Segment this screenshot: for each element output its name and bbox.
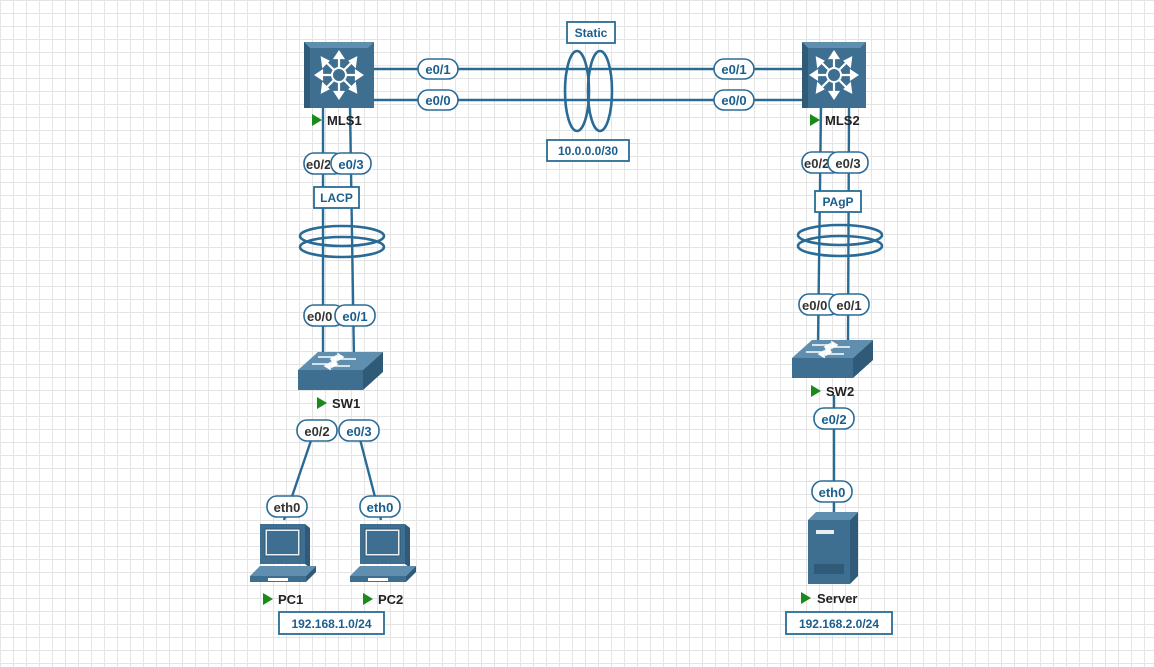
svg-text:e0/0: e0/0: [307, 309, 332, 324]
static-etherchannel-rings: [563, 49, 614, 133]
svg-text:e0/1: e0/1: [836, 298, 861, 313]
mls1-device[interactable]: MLS1: [304, 42, 374, 128]
port-label-mls2-e00[interactable]: e0/0: [713, 89, 755, 111]
pc2-device[interactable]: PC2: [350, 524, 416, 607]
svg-text:e0/1: e0/1: [425, 62, 450, 77]
port-label-mls2-down-b[interactable]: e0/3: [827, 151, 869, 174]
port-label-sw1-pc1[interactable]: e0/2: [296, 419, 338, 442]
sw2-device[interactable]: SW2: [792, 340, 873, 399]
port-label-pc1-eth0[interactable]: eth0: [266, 495, 308, 518]
pc1-device[interactable]: PC1: [250, 524, 316, 607]
port-label-sw1-up-a[interactable]: e0/0: [303, 304, 345, 327]
multilayer-switch-icon: [802, 42, 866, 108]
lacp-annotation: LACP: [313, 186, 360, 209]
mls1-name: MLS1: [327, 113, 362, 128]
pc1-name: PC1: [278, 592, 303, 607]
pc-icon: [350, 524, 416, 582]
port-label-mls2-e01[interactable]: e0/1: [713, 58, 755, 80]
port-label-mls1-e01[interactable]: e0/1: [417, 58, 459, 80]
svg-text:e0/1: e0/1: [721, 62, 746, 77]
svg-text:e0/0: e0/0: [721, 93, 746, 108]
port-label-sw2-up-b[interactable]: e0/1: [828, 293, 870, 316]
lacp-etherchannel-rings: [298, 224, 386, 259]
svg-text:PAgP: PAgP: [822, 195, 853, 209]
port-label-pc2-eth0[interactable]: eth0: [359, 495, 401, 518]
run-indicator-icon: [312, 114, 322, 126]
static-annotation: Static: [566, 21, 616, 44]
port-label-mls1-e00[interactable]: e0/0: [417, 89, 459, 111]
svg-text:e0/2: e0/2: [821, 412, 846, 427]
switch-icon: [792, 340, 873, 378]
run-indicator-icon: [263, 593, 273, 605]
pagp-etherchannel-rings: [796, 223, 884, 258]
lan1-subnet-annotation: 192.168.1.0/24: [278, 611, 385, 635]
run-indicator-icon: [810, 114, 820, 126]
server-device[interactable]: Server: [801, 512, 858, 606]
svg-text:e0/3: e0/3: [835, 156, 860, 171]
multilayer-switch-icon: [304, 42, 374, 108]
pagp-annotation: PAgP: [814, 190, 862, 213]
links: [282, 67, 851, 521]
port-label-sw1-pc2[interactable]: e0/3: [338, 419, 380, 442]
mls2-name: MLS2: [825, 113, 860, 128]
switch-icon: [298, 352, 383, 390]
port-label-mls1-down-b[interactable]: e0/3: [330, 152, 372, 175]
svg-text:e0/1: e0/1: [342, 309, 367, 324]
svg-text:eth0: eth0: [367, 500, 394, 515]
run-indicator-icon: [811, 385, 821, 397]
svg-text:e0/2: e0/2: [306, 157, 331, 172]
svg-text:eth0: eth0: [819, 485, 846, 500]
svg-text:e0/0: e0/0: [425, 93, 450, 108]
run-indicator-icon: [317, 397, 327, 409]
svg-text:e0/3: e0/3: [346, 424, 371, 439]
port-label-sw2-up-a[interactable]: e0/0: [798, 293, 840, 316]
svg-text:192.168.2.0/24: 192.168.2.0/24: [799, 617, 879, 631]
run-indicator-icon: [363, 593, 373, 605]
svg-text:e0/3: e0/3: [338, 157, 363, 172]
svg-text:LACP: LACP: [320, 191, 353, 205]
sw1-device[interactable]: SW1: [298, 352, 383, 411]
svg-text:e0/2: e0/2: [804, 156, 829, 171]
run-indicator-icon: [801, 592, 811, 604]
lan2-subnet-annotation: 192.168.2.0/24: [785, 611, 893, 635]
port-label-sw1-up-b[interactable]: e0/1: [334, 304, 376, 327]
sw2-name: SW2: [826, 384, 854, 399]
svg-text:e0/0: e0/0: [802, 298, 827, 313]
pc2-name: PC2: [378, 592, 403, 607]
core-subnet-annotation: 10.0.0.0/30: [546, 139, 630, 162]
server-name: Server: [817, 591, 857, 606]
svg-text:eth0: eth0: [274, 500, 301, 515]
sw1-name: SW1: [332, 396, 360, 411]
port-label-sw2-server[interactable]: e0/2: [813, 407, 855, 430]
mls2-device[interactable]: MLS2: [802, 42, 866, 128]
svg-text:e0/2: e0/2: [304, 424, 329, 439]
port-label-server-eth0[interactable]: eth0: [811, 480, 853, 503]
svg-text:10.0.0.0/30: 10.0.0.0/30: [558, 144, 618, 158]
server-icon: [808, 512, 858, 584]
svg-text:Static: Static: [575, 26, 608, 40]
pc-icon: [250, 524, 316, 582]
svg-text:192.168.1.0/24: 192.168.1.0/24: [291, 617, 371, 631]
